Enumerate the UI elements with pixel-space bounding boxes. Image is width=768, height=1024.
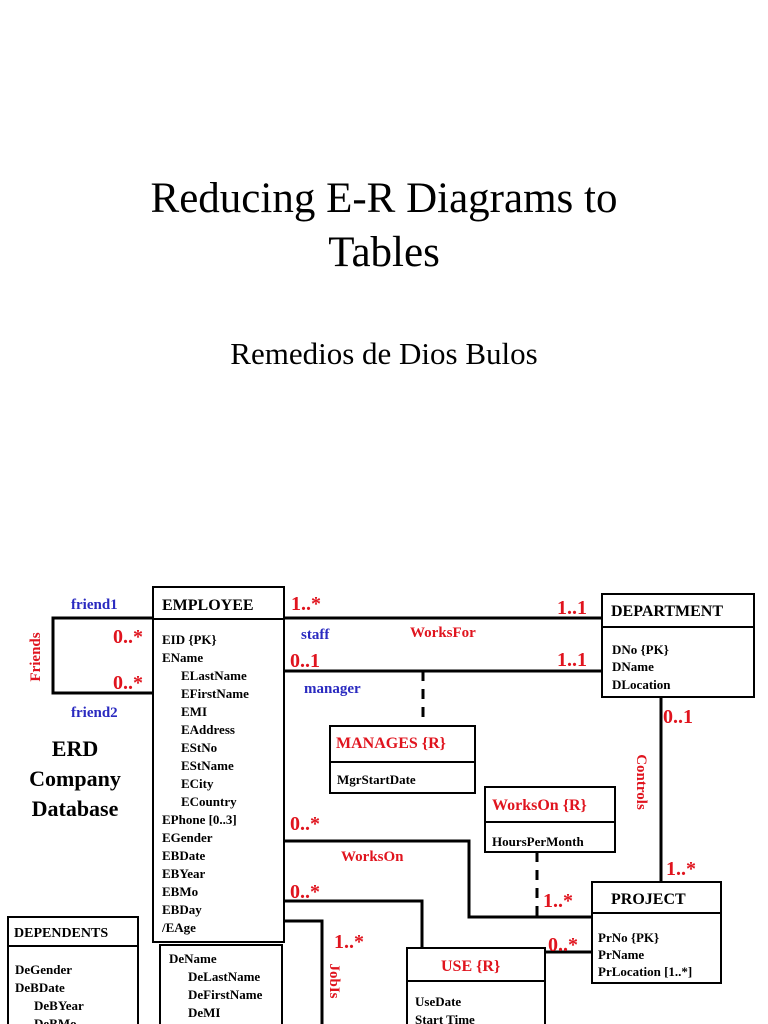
employee-entity: EMPLOYEE EID {PK} EName ELastName EFirst…	[152, 586, 285, 943]
employee-attr: EFirstName	[181, 686, 249, 701]
dependent-name-box: DeName DeLastName DeFirstName DeMI	[159, 944, 283, 1024]
workson-connector	[284, 839, 592, 919]
slide-author: Remedios de Dios Bulos	[230, 336, 538, 371]
multiplicity-friends-bottom: 0..*	[113, 672, 143, 694]
multiplicity-jobis: 1..*	[334, 931, 364, 953]
workson-attr: HoursPerMonth	[492, 834, 584, 849]
manages-association-name: MANAGES {R}	[336, 735, 446, 752]
employee-attr: EName	[162, 650, 203, 665]
use-association: USE {R} UseDate Start Time	[406, 947, 546, 1024]
friend1-role-label: friend1	[71, 597, 118, 613]
employee-entity-name: EMPLOYEE	[162, 597, 254, 614]
staff-role-label: staff	[301, 627, 330, 643]
multiplicity-emp-use: 0..*	[290, 881, 320, 903]
worksfor-relationship-label: WorksFor	[410, 625, 476, 641]
employee-attr: ECountry	[181, 794, 237, 809]
multiplicity-dept-controls: 0..1	[663, 706, 693, 728]
erd-label-line1: ERD	[52, 736, 98, 761]
manages-attr: MgrStartDate	[337, 772, 416, 787]
use-attr: Start Time	[415, 1012, 475, 1024]
workson-association: WorksOn {R} HoursPerMonth	[484, 786, 616, 853]
employee-attr: EStNo	[181, 740, 217, 755]
project-entity: PROJECT PrNo {PK} PrName PrLocation [1..…	[591, 881, 722, 984]
dependents-entity: DEPENDENTS DeGender DeBDate DeBYear DeBM…	[7, 916, 139, 1024]
project-entity-name: PROJECT	[611, 891, 686, 908]
project-attr: PrLocation [1..*]	[598, 964, 692, 979]
dependent-name-attr: DeName	[169, 951, 217, 966]
use-association-name: USE {R}	[441, 958, 500, 975]
multiplicity-emp-worksfor: 1..*	[291, 593, 321, 615]
slide-title-line1: Reducing E-R Diagrams to	[150, 175, 618, 222]
dependents-attr: DeBYear	[34, 998, 84, 1013]
project-attr: PrName	[598, 947, 644, 962]
employee-attr: EBYear	[162, 866, 206, 881]
employee-attr: EGender	[162, 830, 213, 845]
employee-attr: EID {PK}	[162, 632, 217, 647]
multiplicity-emp-manager: 0..1	[290, 650, 320, 672]
multiplicity-dept-worksfor: 1..1	[557, 597, 587, 619]
dependent-name-attr: DeFirstName	[188, 987, 263, 1002]
manager-role-label: manager	[304, 681, 361, 697]
employee-attr: EBDate	[162, 848, 206, 863]
erd-label-line2: Company	[29, 766, 121, 791]
multiplicity-proj-use: 0..*	[548, 934, 578, 956]
workson-association-name: WorksOn {R}	[492, 797, 587, 814]
employee-attr: EPhone [0..3]	[162, 812, 237, 827]
slide-title: Reducing E-R Diagrams to Tables	[0, 172, 768, 280]
erd-label-line3: Database	[32, 796, 119, 821]
project-attr: PrNo {PK}	[598, 930, 659, 945]
employee-attr: /EAge	[161, 920, 196, 935]
employee-attr: EBDay	[162, 902, 202, 917]
employee-attr: EStName	[181, 758, 234, 773]
dependent-name-attr: DeLastName	[188, 969, 260, 984]
employee-attr: ELastName	[181, 668, 247, 683]
jobis-relationship-label: JobIs	[326, 963, 342, 998]
dependents-attr: DeBMo	[34, 1016, 77, 1024]
employee-attr: EBMo	[162, 884, 198, 899]
dependents-attr: DeGender	[15, 962, 72, 977]
department-entity: DEPARTMENT DNo {PK} DName DLocation	[601, 593, 755, 698]
multiplicity-emp-workson: 0..*	[290, 813, 320, 835]
controls-relationship-label: Controls	[633, 754, 649, 810]
multiplicity-proj-controls: 1..*	[666, 858, 696, 880]
friends-connector	[51, 616, 153, 695]
department-attr: DNo {PK}	[612, 642, 669, 657]
employee-attr: ECity	[181, 776, 214, 791]
dependents-attr: DeBDate	[15, 980, 65, 995]
friend2-role-label: friend2	[71, 705, 118, 721]
multiplicity-friends-top: 0..*	[113, 626, 143, 648]
slide-title-line2: Tables	[328, 229, 440, 276]
dependent-name-attr: DeMI	[188, 1005, 221, 1020]
department-entity-name: DEPARTMENT	[611, 603, 723, 620]
use-connector	[284, 899, 424, 948]
employee-attr: EAddress	[181, 722, 235, 737]
multiplicity-dept-manager: 1..1	[557, 649, 587, 671]
multiplicity-proj-workson: 1..*	[543, 890, 573, 912]
friends-relationship-label: Friends	[28, 632, 44, 681]
dependents-entity-name: DEPENDENTS	[14, 926, 108, 941]
workson-relationship-label: WorksOn	[341, 849, 404, 865]
department-attr: DLocation	[612, 677, 671, 692]
manages-association: MANAGES {R} MgrStartDate	[329, 725, 476, 794]
department-attr: DName	[612, 659, 654, 674]
jobis-connector	[284, 919, 324, 1024]
use-attr: UseDate	[415, 994, 461, 1009]
employee-attr: EMI	[181, 704, 207, 719]
